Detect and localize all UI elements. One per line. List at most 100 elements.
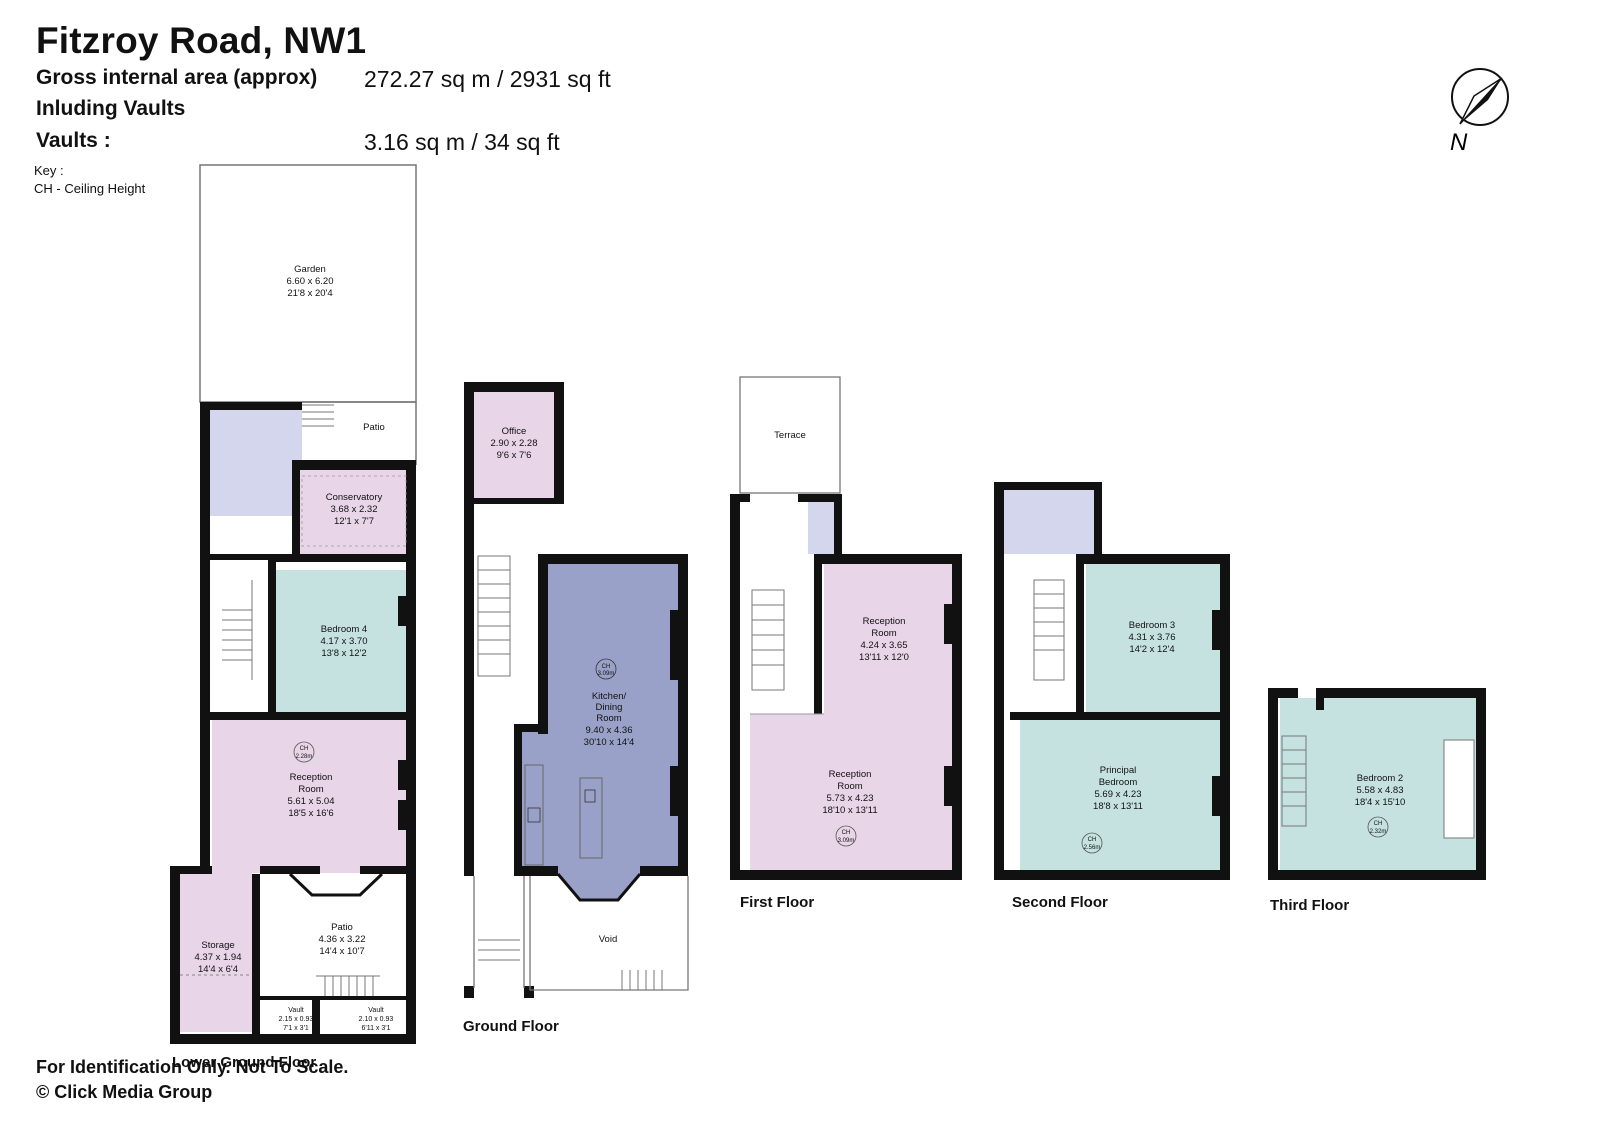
svg-text:Reception: Reception xyxy=(290,772,333,783)
ch-kitchen-value: 3.09m xyxy=(598,671,615,677)
svg-text:18'10 x 13'11: 18'10 x 13'11 xyxy=(822,805,877,816)
svg-text:Dining: Dining xyxy=(596,702,623,713)
floor-label-third: Third Floor xyxy=(1270,897,1349,914)
reception-f1a-label: Reception xyxy=(863,616,906,627)
bedroom4-area xyxy=(276,570,414,715)
svg-text:6'11 x 3'1: 6'11 x 3'1 xyxy=(361,1025,390,1032)
svg-text:4.37 x 1.94: 4.37 x 1.94 xyxy=(194,952,241,963)
reception-f1a-imperial: 13'11 x 12'0 xyxy=(859,652,909,663)
bedroom4-imperial: 13'8 x 12'2 xyxy=(321,648,366,659)
svg-text:9'6 x 7'6: 9'6 x 7'6 xyxy=(497,450,532,461)
reception-f1a-label2: Room xyxy=(871,628,896,639)
ch-marker xyxy=(1367,816,1389,838)
patio-lg-imperial: 14'4 x 10'7 xyxy=(319,946,364,957)
ch-first-value: 3.09m xyxy=(838,838,855,844)
kitchen-label2: Dining xyxy=(596,702,623,713)
ch-second-value: 2.56m xyxy=(1084,845,1101,851)
svg-text:3.09m: 3.09m xyxy=(598,671,615,677)
garden-imperial: 21'8 x 20'4 xyxy=(287,288,332,299)
ch-marker xyxy=(1081,832,1103,854)
ch-kitchen-label: CH xyxy=(602,664,611,670)
bedroom2-label: Bedroom 2 xyxy=(1357,773,1403,784)
svg-text:Room: Room xyxy=(871,628,896,639)
svg-text:30'10 x 14'4: 30'10 x 14'4 xyxy=(584,737,635,748)
ch-lg-label: CH xyxy=(300,746,309,752)
reception-f1b-metric: 5.73 x 4.23 xyxy=(826,793,873,804)
svg-text:Bedroom: Bedroom xyxy=(1099,777,1138,788)
ch-third-label: CH xyxy=(1374,821,1383,827)
svg-text:21'8 x 20'4: 21'8 x 20'4 xyxy=(287,288,332,299)
office-label: Office xyxy=(502,426,527,437)
vault2-imperial: 6'11 x 3'1 xyxy=(361,1025,390,1032)
svg-text:14'4 x 6'4: 14'4 x 6'4 xyxy=(198,964,238,975)
ground-floor: CH 3.09m Office 2.90 x 2.28 9'6 x 7'6 Ki… xyxy=(463,382,689,1035)
svg-text:Patio: Patio xyxy=(363,422,385,433)
garden-metric: 6.60 x 6.20 xyxy=(286,276,333,287)
patio-top-label: Patio xyxy=(363,422,385,433)
svg-text:4.36 x 3.22: 4.36 x 3.22 xyxy=(318,934,365,945)
svg-text:Reception: Reception xyxy=(863,616,906,627)
reception-f1b-imperial: 18'10 x 13'11 xyxy=(822,805,877,816)
svg-text:14'2 x 12'4: 14'2 x 12'4 xyxy=(1129,644,1174,655)
ch-marker xyxy=(595,658,617,680)
principal-area xyxy=(1020,718,1220,870)
svg-text:13'11 x 12'0: 13'11 x 12'0 xyxy=(859,652,909,663)
ch-marker xyxy=(835,825,857,847)
ch-second-label: CH xyxy=(1088,837,1097,843)
svg-text:Void: Void xyxy=(599,934,618,945)
principal-label: Principal xyxy=(1100,765,1136,776)
svg-text:9.40 x 4.36: 9.40 x 4.36 xyxy=(585,725,632,736)
bedroom4-label: Bedroom 4 xyxy=(321,624,367,635)
gia-label: Gross internal area (approx) xyxy=(36,66,318,89)
floor-label-second: Second Floor xyxy=(1012,894,1108,911)
patio-lg-metric: 4.36 x 3.22 xyxy=(318,934,365,945)
conservatory-imperial: 12'1 x 7'7 xyxy=(334,516,374,527)
reception-lg-imperial: 18'5 x 16'6 xyxy=(288,808,333,819)
principal-label2: Bedroom xyxy=(1099,777,1138,788)
svg-text:5.58 x 4.83: 5.58 x 4.83 xyxy=(1356,785,1403,796)
key-title: Key : xyxy=(34,163,64,178)
office-area xyxy=(474,392,554,498)
svg-text:Room: Room xyxy=(298,784,323,795)
ch-lg-value: 2.28m xyxy=(296,754,313,760)
floor-label-lower-ground: Lower Ground Floor xyxy=(172,1054,316,1071)
first-floor: Terrace Reception Room 4.24 x 3.65 13'11… xyxy=(730,376,962,911)
storage-label: Storage xyxy=(201,940,234,951)
svg-text:18'8 x 13'11: 18'8 x 13'11 xyxy=(1093,801,1143,812)
terrace-area xyxy=(739,376,841,494)
reception-f1b-label: Reception xyxy=(829,769,872,780)
floor-label-first: First Floor xyxy=(740,894,814,911)
page-title: Fitzroy Road, NW1 xyxy=(36,20,367,61)
vaults-label: Vaults : xyxy=(36,129,111,152)
reception-lg-label: Reception xyxy=(290,772,333,783)
ch-marker xyxy=(293,741,315,763)
office-metric: 2.90 x 2.28 xyxy=(490,438,537,449)
svg-text:5.69 x 4.23: 5.69 x 4.23 xyxy=(1094,789,1141,800)
bedroom3-area xyxy=(1086,564,1220,712)
svg-text:Garden: Garden xyxy=(294,264,326,275)
svg-text:2.15 x 0.93: 2.15 x 0.93 xyxy=(279,1016,314,1023)
svg-text:Reception: Reception xyxy=(829,769,872,780)
svg-text:2.90 x 2.28: 2.90 x 2.28 xyxy=(490,438,537,449)
svg-text:Kitchen/: Kitchen/ xyxy=(592,691,627,702)
kitchen-label3: Room xyxy=(596,713,621,724)
storage-imperial: 14'4 x 6'4 xyxy=(198,964,238,975)
svg-text:4.24 x 3.65: 4.24 x 3.65 xyxy=(860,640,907,651)
key-item: CH - Ceiling Height xyxy=(34,181,146,196)
svg-text:6.60 x 6.20: 6.60 x 6.20 xyxy=(286,276,333,287)
lower-ground-floor: Garden 6.60 x 6.20 21'8 x 20'4 Patio Con… xyxy=(170,164,417,1071)
kitchen-metric: 9.40 x 4.36 xyxy=(585,725,632,736)
vaults-value: 3.16 sq m / 34 sq ft xyxy=(364,129,560,155)
vault1-imperial: 7'1 x 3'1 xyxy=(283,1025,309,1032)
svg-text:CH: CH xyxy=(300,746,309,752)
svg-text:2.56m: 2.56m xyxy=(1084,845,1101,851)
bedroom3-imperial: 14'2 x 12'4 xyxy=(1129,644,1174,655)
including-vaults-label: Inluding Vaults xyxy=(36,97,186,120)
terrace-label: Terrace xyxy=(774,430,806,441)
reception-f1b-area xyxy=(750,714,952,872)
conservatory-label: Conservatory xyxy=(326,492,383,503)
svg-text:13'8 x 12'2: 13'8 x 12'2 xyxy=(321,648,366,659)
svg-text:14'4 x 10'7: 14'4 x 10'7 xyxy=(319,946,364,957)
reception-f1a-area xyxy=(824,564,952,714)
patio-lg-label: Patio xyxy=(331,922,353,933)
